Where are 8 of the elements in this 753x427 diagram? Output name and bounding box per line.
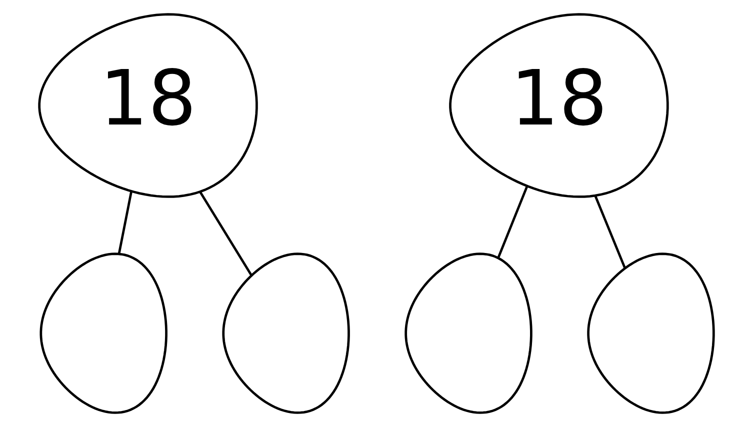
connector — [199, 191, 252, 276]
connector — [118, 191, 133, 254]
node-dome — [40, 252, 168, 414]
connector — [594, 195, 626, 268]
node-dome — [404, 252, 532, 414]
connector — [497, 186, 528, 258]
node-dome — [587, 252, 715, 414]
node-dome — [222, 252, 350, 414]
